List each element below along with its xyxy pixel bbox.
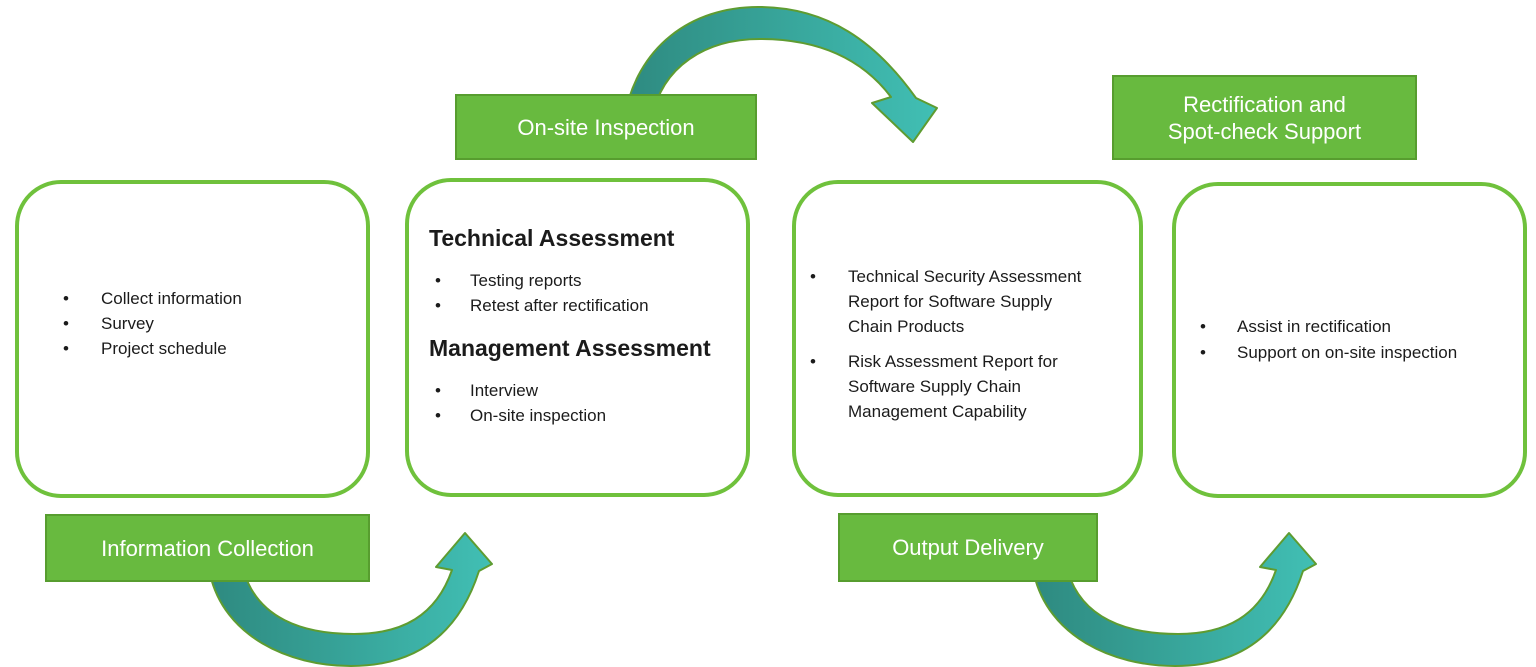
stage-box-rectification-support: Assist in rectification Support on on-si… <box>1172 182 1527 498</box>
list-item: Risk Assessment Report for Software Supp… <box>806 349 1093 424</box>
list-item: Project schedule <box>63 336 348 361</box>
rectification-support-list: Assist in rectification Support on on-si… <box>1200 314 1513 366</box>
list-item: Interview <box>429 378 734 403</box>
stage-label-text: On-site Inspection <box>517 114 695 140</box>
curved-arrow-top <box>623 6 938 143</box>
stage-label-text: Information Collection <box>101 535 314 561</box>
stage-box-output-delivery: Technical Security Assessment Report for… <box>792 180 1143 497</box>
list-item: Technical Security Assessment Report for… <box>806 264 1093 339</box>
section-heading: Technical Assessment <box>429 225 675 251</box>
curved-arrow-bottom-left <box>209 532 493 667</box>
stage-box-on-site-inspection: Technical Assessment Testing reports Ret… <box>405 178 750 497</box>
stage-box-information-collection: Collect information Survey Project sched… <box>15 180 370 498</box>
stage-label-output-delivery: Output Delivery <box>838 513 1098 582</box>
curved-arrow-bottom-right <box>1033 532 1317 667</box>
management-assessment-list: Interview On-site inspection <box>429 378 734 428</box>
stage-label-information-collection: Information Collection <box>45 514 370 582</box>
information-collection-list: Collect information Survey Project sched… <box>63 286 348 361</box>
list-item: On-site inspection <box>429 403 734 428</box>
list-item: Collect information <box>63 286 348 311</box>
output-delivery-list: Technical Security Assessment Report for… <box>806 264 1115 424</box>
stage-label-rectification-support: Rectification and Spot-check Support <box>1112 75 1417 160</box>
management-assessment-section: Management Assessment Interview On-site … <box>429 334 734 428</box>
stage-label-text-line2: Spot-check Support <box>1167 118 1362 144</box>
list-item: Testing reports <box>429 268 734 293</box>
technical-assessment-list: Testing reports Retest after rectificati… <box>429 268 734 318</box>
stage-label-text-line1: Rectification and <box>1183 91 1346 117</box>
section-heading: Management Assessment <box>429 335 711 361</box>
technical-assessment-section: Technical Assessment Testing reports Ret… <box>429 224 734 318</box>
list-item: Retest after rectification <box>429 293 734 318</box>
stage-label-text: Output Delivery <box>892 535 1044 560</box>
list-item: Support on on-site inspection <box>1200 340 1513 366</box>
list-item: Survey <box>63 311 348 336</box>
list-item: Assist in rectification <box>1200 314 1513 340</box>
stage-label-on-site-inspection: On-site Inspection <box>455 94 757 160</box>
